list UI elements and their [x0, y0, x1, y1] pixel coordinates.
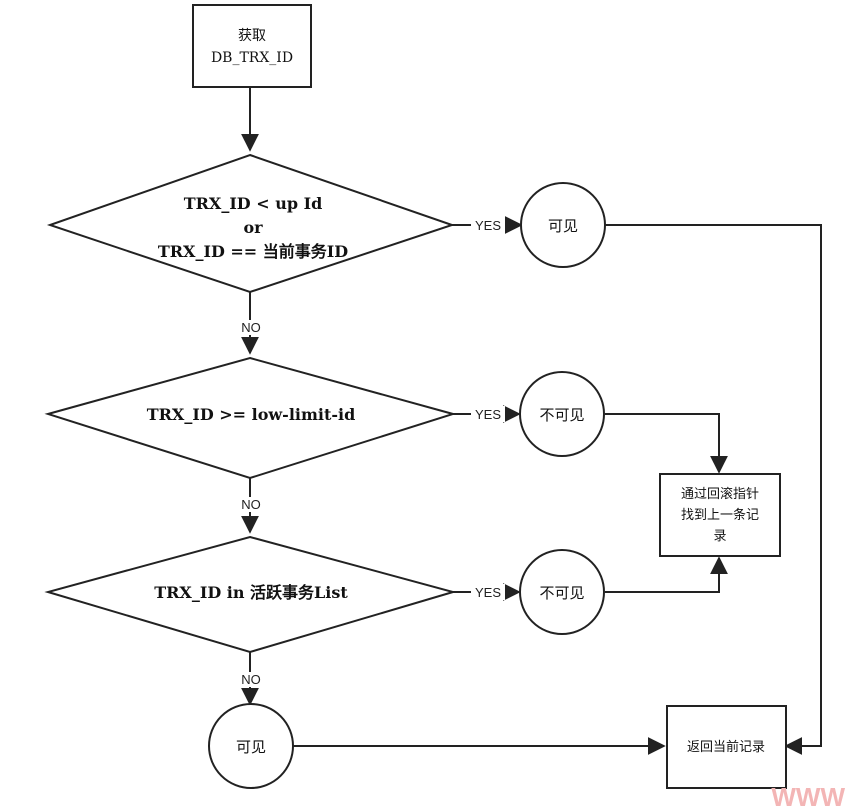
start-box-label-1: 获取 — [238, 28, 266, 44]
edge-label-no-3: NO — [241, 672, 261, 687]
decision-2-label: TRX_ID >= low-limit-id — [147, 405, 356, 424]
watermark-text: WWW — [771, 782, 845, 811]
start-box — [192, 4, 312, 88]
return-box-label: 返回当前记录 — [687, 739, 765, 755]
invisible-circle-2-label: 不可见 — [539, 584, 584, 602]
invisible-circle-2 — [519, 549, 605, 635]
edge-label-yes-1: YES — [475, 218, 501, 233]
decision-3 — [44, 535, 457, 654]
edge-label-yes-3: YES — [475, 585, 501, 600]
visible-circle-2-label: 可见 — [236, 738, 266, 756]
edge-invisible2-rollback — [605, 556, 728, 593]
decision-1-label-2: or — [243, 218, 263, 237]
visible-circle-1-label: 可见 — [548, 217, 578, 235]
rollback-box — [659, 473, 781, 557]
invisible-circle-1-label: 不可见 — [539, 406, 584, 424]
visible-circle-1 — [520, 182, 606, 268]
edge-label-no-1: NO — [241, 320, 261, 335]
decision-1-label-1: TRX_ID < up Id — [184, 194, 323, 213]
decision-1-label-3: TRX_ID == 当前事务ID — [158, 242, 348, 261]
rollback-box-label-1: 通过回滚指针 — [681, 486, 759, 502]
edge-label-yes-2: YES — [475, 407, 501, 422]
rollback-box-label-3: 录 — [713, 529, 726, 544]
invisible-circle-1 — [519, 371, 605, 457]
edge-visible1-return — [605, 224, 822, 755]
decision-3-label: TRX_ID in 活跃事务List — [154, 583, 348, 602]
return-box — [666, 705, 787, 789]
decision-2 — [44, 356, 457, 480]
start-box-label-2: DB_TRX_ID — [211, 50, 293, 66]
edge-label-no-2: NO — [241, 497, 261, 512]
rollback-box-label-2: 找到上一条记 — [681, 507, 759, 523]
decision-1 — [46, 153, 456, 294]
edge-invisible1-rollback — [605, 413, 728, 474]
visible-circle-2 — [208, 703, 294, 789]
